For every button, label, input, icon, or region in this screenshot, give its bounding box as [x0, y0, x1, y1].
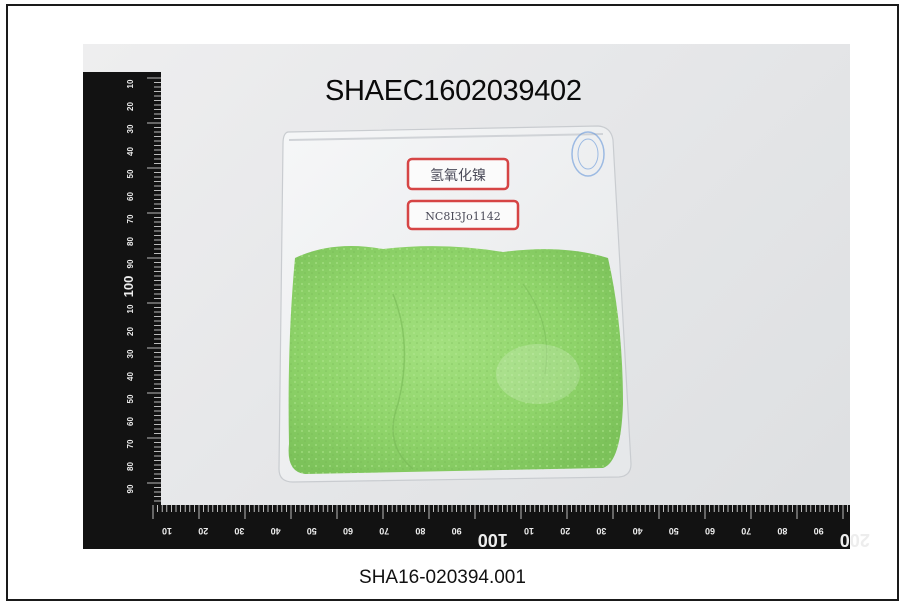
- ruler-number: 30: [126, 349, 135, 358]
- horizontal-ruler-ticks: [152, 505, 848, 519]
- ruler-number: 200: [840, 530, 870, 550]
- ruler-number: 40: [126, 372, 135, 381]
- ruler-number: 60: [126, 417, 135, 426]
- ruler-number: 20: [198, 526, 208, 536]
- ruler-number: 90: [452, 526, 462, 536]
- ruler-number: 60: [705, 526, 715, 536]
- ruler-number: 80: [415, 526, 425, 536]
- horizontal-ruler-numbers: 10 20 30 40 50 60 70 80 90 100 10 20 30 40 50 60 70 80 90 2…: [162, 526, 870, 550]
- sample-id-label: SHAEC1602039402: [325, 75, 582, 107]
- ruler-number: 50: [126, 394, 135, 403]
- ruler-number: 100: [478, 530, 508, 550]
- ruler-number: 20: [126, 327, 135, 336]
- ruler-number: 60: [126, 192, 135, 201]
- ruler-number: 80: [126, 462, 135, 471]
- bag-label-top: [406, 157, 510, 191]
- photo-illustration: 102030405060708090100102030405060708090 …: [83, 72, 870, 550]
- ruler-number: 90: [814, 526, 824, 536]
- ruler-number: 40: [633, 526, 643, 536]
- caption: SHA16-020394.001: [0, 567, 909, 589]
- ruler-number: 80: [126, 237, 135, 246]
- ruler-number: 10: [524, 526, 534, 536]
- ruler-number: 30: [234, 526, 244, 536]
- ruler-number: 30: [596, 526, 606, 536]
- ruler-number: 40: [126, 147, 135, 156]
- ruler-number: 50: [126, 169, 135, 178]
- ruler-number: 20: [126, 102, 135, 111]
- ruler-number: 70: [126, 439, 135, 448]
- vertical-ruler-numbers: 10 20 30 40 50 60 70 80 90 100 10 20 30 40 50 60 70 80 90: [121, 79, 136, 493]
- ruler-number: 70: [741, 526, 751, 536]
- ruler-number: 50: [307, 526, 317, 536]
- ruler-number: 10: [126, 304, 135, 313]
- horizontal-ruler: [83, 505, 850, 549]
- ruler-number: 70: [126, 214, 135, 223]
- ruler-number: 10: [126, 79, 135, 88]
- ruler-number: 100: [121, 276, 136, 298]
- ruler-number: 70: [379, 526, 389, 536]
- bag-label-top-text: 氢氧化镍: [430, 168, 486, 184]
- ruler-number: 80: [777, 526, 787, 536]
- ruler-number: 60: [343, 526, 353, 536]
- ruler-number: 90: [126, 484, 135, 493]
- ruler-number: 40: [271, 526, 281, 536]
- bag-label-bottom-text: NC8I3Jo1142: [425, 210, 500, 223]
- vertical-ruler: [83, 72, 161, 512]
- ruler-number: 20: [560, 526, 570, 536]
- ruler-number: 30: [126, 124, 135, 133]
- caption-text: SHA16-020394.001: [359, 567, 526, 588]
- bag-label-bottom: [406, 199, 520, 231]
- ruler-number: 10: [162, 526, 172, 536]
- ruler-number: 50: [669, 526, 679, 536]
- ruler-number: 90: [126, 259, 135, 268]
- blue-stamp: [571, 131, 605, 177]
